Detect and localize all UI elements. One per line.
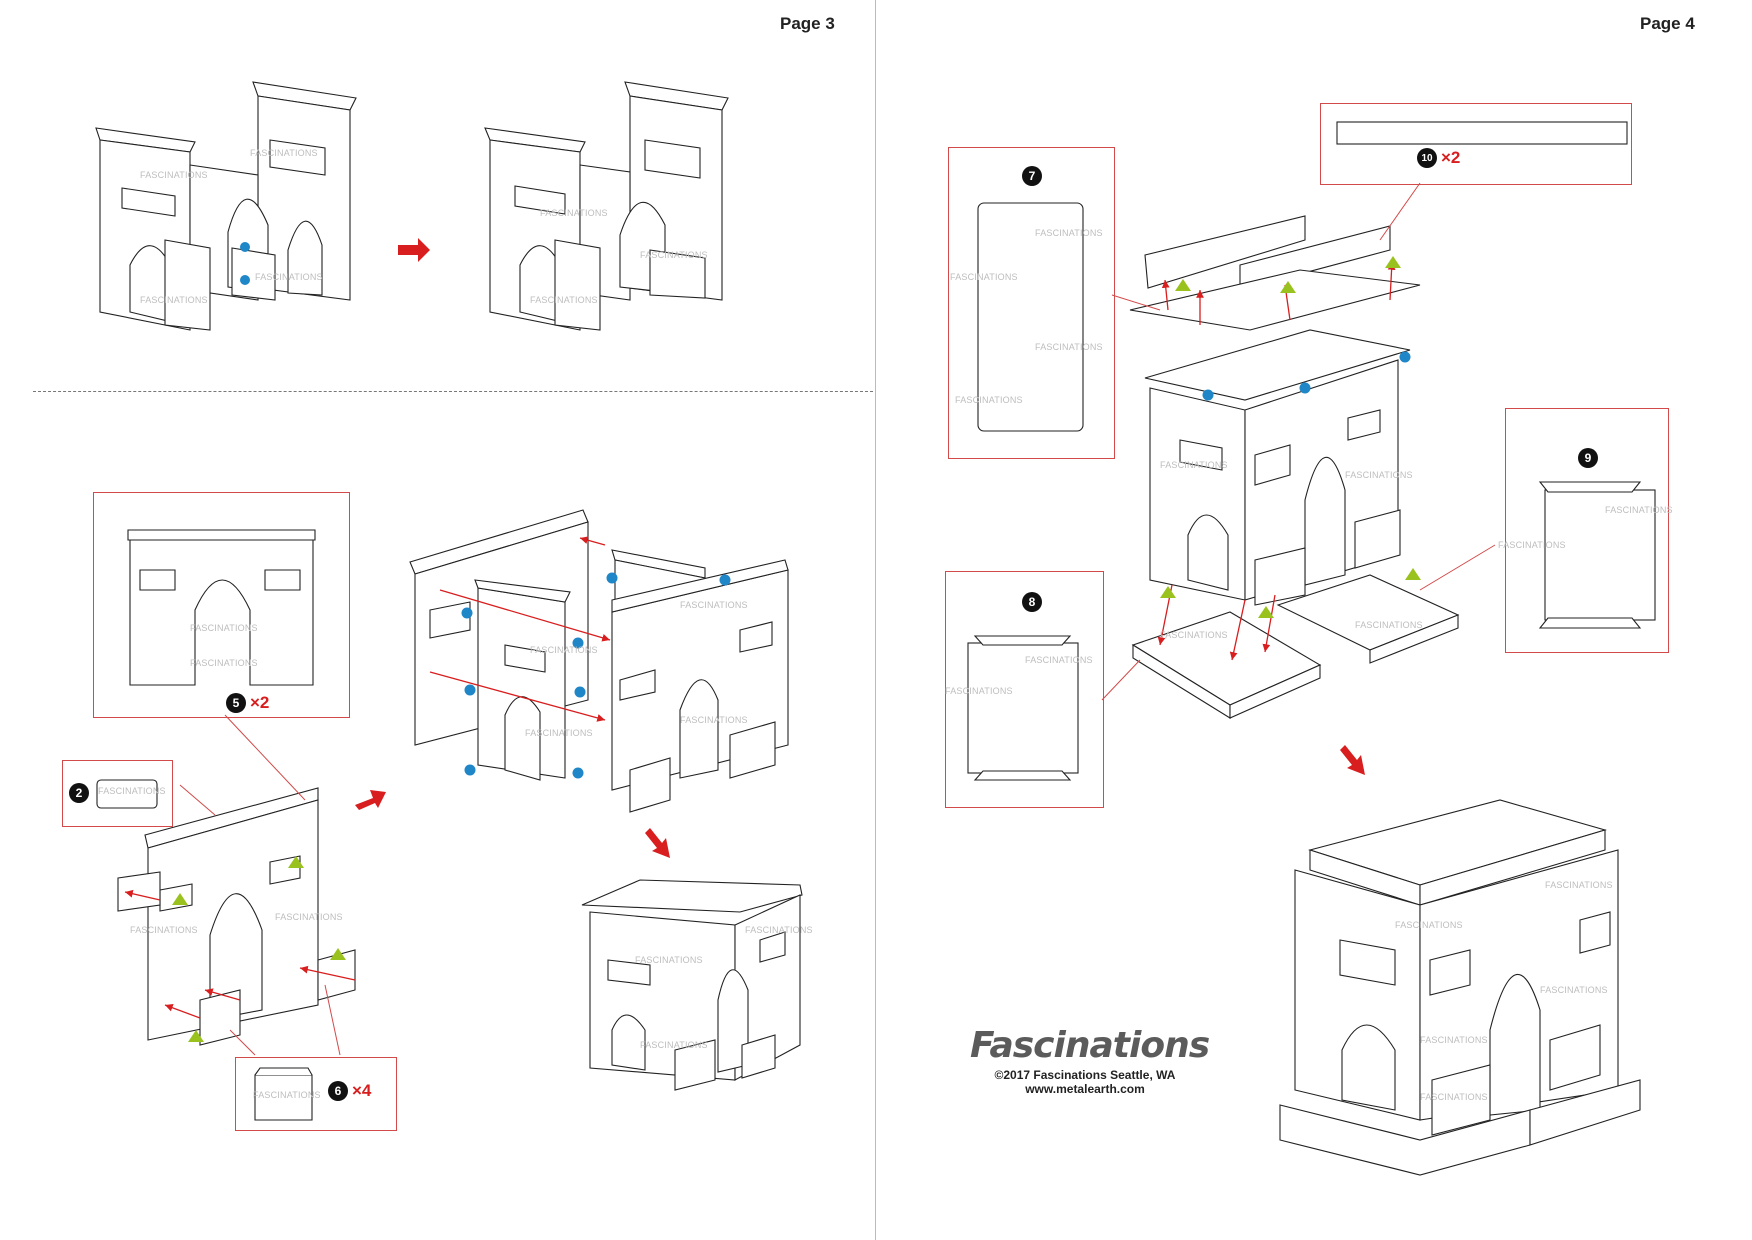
part-label-8: 8 bbox=[1022, 592, 1042, 612]
watermark: FASCINATIONS bbox=[950, 272, 1018, 282]
watermark: FASCINATIONS bbox=[1355, 620, 1423, 630]
step-d-assembled bbox=[581, 879, 803, 1091]
page4-final bbox=[1279, 799, 1641, 1176]
copyright-text: ©2017 Fascinations Seattle, WA bbox=[994, 1068, 1176, 1082]
part-number-badge: 7 bbox=[1022, 166, 1042, 186]
part-2-drawing bbox=[96, 779, 158, 809]
watermark: FASCINATIONS bbox=[640, 1040, 708, 1050]
page-number-left: Page 3 bbox=[780, 14, 835, 33]
watermark: FASCINATIONS bbox=[1035, 228, 1103, 238]
watermark: FASCINATIONS bbox=[680, 600, 748, 610]
watermark: FASCINATIONS bbox=[130, 925, 198, 935]
part-number-badge: 8 bbox=[1022, 592, 1042, 612]
part-number-badge: 2 bbox=[69, 783, 89, 803]
callout-part-2 bbox=[62, 760, 173, 827]
part-6-drawing bbox=[254, 1067, 313, 1121]
website-link[interactable]: www.metalearth.com bbox=[1025, 1082, 1145, 1096]
watermark: FASCINATIONS bbox=[1605, 505, 1673, 515]
watermark: FASCINATIONS bbox=[98, 786, 166, 796]
part-label-9: 9 bbox=[1578, 448, 1598, 468]
page-number-right: Page 4 bbox=[1640, 14, 1695, 33]
watermark: FASCINATIONS bbox=[1160, 460, 1228, 470]
watermark: FASCINATIONS bbox=[253, 1090, 321, 1100]
step-a-before bbox=[95, 81, 357, 331]
page4-exploded bbox=[1129, 215, 1460, 719]
step-c-box bbox=[409, 509, 789, 813]
brand-block: Fascinations ©2017 Fascinations Seattle,… bbox=[970, 1025, 1210, 1096]
watermark: FASCINATIONS bbox=[275, 912, 343, 922]
watermark: FASCINATIONS bbox=[1025, 655, 1093, 665]
part-multiplier: ×4 bbox=[352, 1081, 372, 1100]
part-label-7: 7 bbox=[1022, 166, 1042, 186]
watermark: FASCINATIONS bbox=[140, 295, 208, 305]
watermark: FASCINATIONS bbox=[1420, 1035, 1488, 1045]
watermark: FASCINATIONS bbox=[635, 955, 703, 965]
part-9-drawing bbox=[1538, 481, 1656, 629]
watermark: FASCINATIONS bbox=[1035, 342, 1103, 352]
part-number-badge: 5 bbox=[226, 693, 246, 713]
part-10-drawing bbox=[1336, 121, 1628, 145]
watermark: FASCINATIONS bbox=[255, 272, 323, 282]
watermark: FASCINATIONS bbox=[680, 715, 748, 725]
watermark: FASCINATIONS bbox=[1498, 540, 1566, 550]
watermark: FASCINATIONS bbox=[1420, 1092, 1488, 1102]
part-number-badge: 10 bbox=[1417, 148, 1437, 168]
watermark: FASCINATIONS bbox=[955, 395, 1023, 405]
part-5-drawing bbox=[127, 529, 316, 686]
step-b-exploded bbox=[117, 787, 356, 1046]
watermark: FASCINATIONS bbox=[1545, 880, 1613, 890]
part-number-badge: 9 bbox=[1578, 448, 1598, 468]
watermark: FASCINATIONS bbox=[1540, 985, 1608, 995]
page-divider bbox=[875, 0, 876, 1240]
watermark: FASCINATIONS bbox=[525, 728, 593, 738]
watermark: FASCINATIONS bbox=[1395, 920, 1463, 930]
watermark: FASCINATIONS bbox=[190, 658, 258, 668]
callout-part-7 bbox=[948, 147, 1115, 459]
part-number-badge: 6 bbox=[328, 1081, 348, 1101]
part-7-drawing bbox=[977, 202, 1084, 432]
watermark: FASCINATIONS bbox=[530, 645, 598, 655]
watermark: FASCINATIONS bbox=[140, 170, 208, 180]
part-8-drawing bbox=[967, 635, 1079, 781]
callout-part-9 bbox=[1505, 408, 1669, 653]
watermark: FASCINATIONS bbox=[540, 208, 608, 218]
part-label-2: 2 bbox=[69, 783, 89, 803]
step-a-after bbox=[484, 81, 729, 331]
watermark: FASCINATIONS bbox=[1160, 630, 1228, 640]
brand-logo: Fascinations bbox=[970, 1025, 1210, 1066]
callout-part-10 bbox=[1320, 103, 1632, 185]
watermark: FASCINATIONS bbox=[945, 686, 1013, 696]
part-multiplier: ×2 bbox=[1441, 148, 1461, 167]
watermark: FASCINATIONS bbox=[190, 623, 258, 633]
part-label-10: 10 ×2 bbox=[1417, 148, 1460, 168]
step-separator bbox=[33, 391, 873, 392]
watermark: FASCINATIONS bbox=[530, 295, 598, 305]
watermark: FASCINATIONS bbox=[745, 925, 813, 935]
watermark: FASCINATIONS bbox=[1345, 470, 1413, 480]
watermark: FASCINATIONS bbox=[250, 148, 318, 158]
callout-part-5 bbox=[93, 492, 350, 718]
callout-part-6 bbox=[235, 1057, 397, 1131]
part-label-6: 6 ×4 bbox=[328, 1081, 371, 1101]
watermark: FASCINATIONS bbox=[640, 250, 708, 260]
part-label-5: 5 ×2 bbox=[226, 693, 269, 713]
part-multiplier: ×2 bbox=[250, 693, 270, 712]
callout-part-8 bbox=[945, 571, 1104, 808]
